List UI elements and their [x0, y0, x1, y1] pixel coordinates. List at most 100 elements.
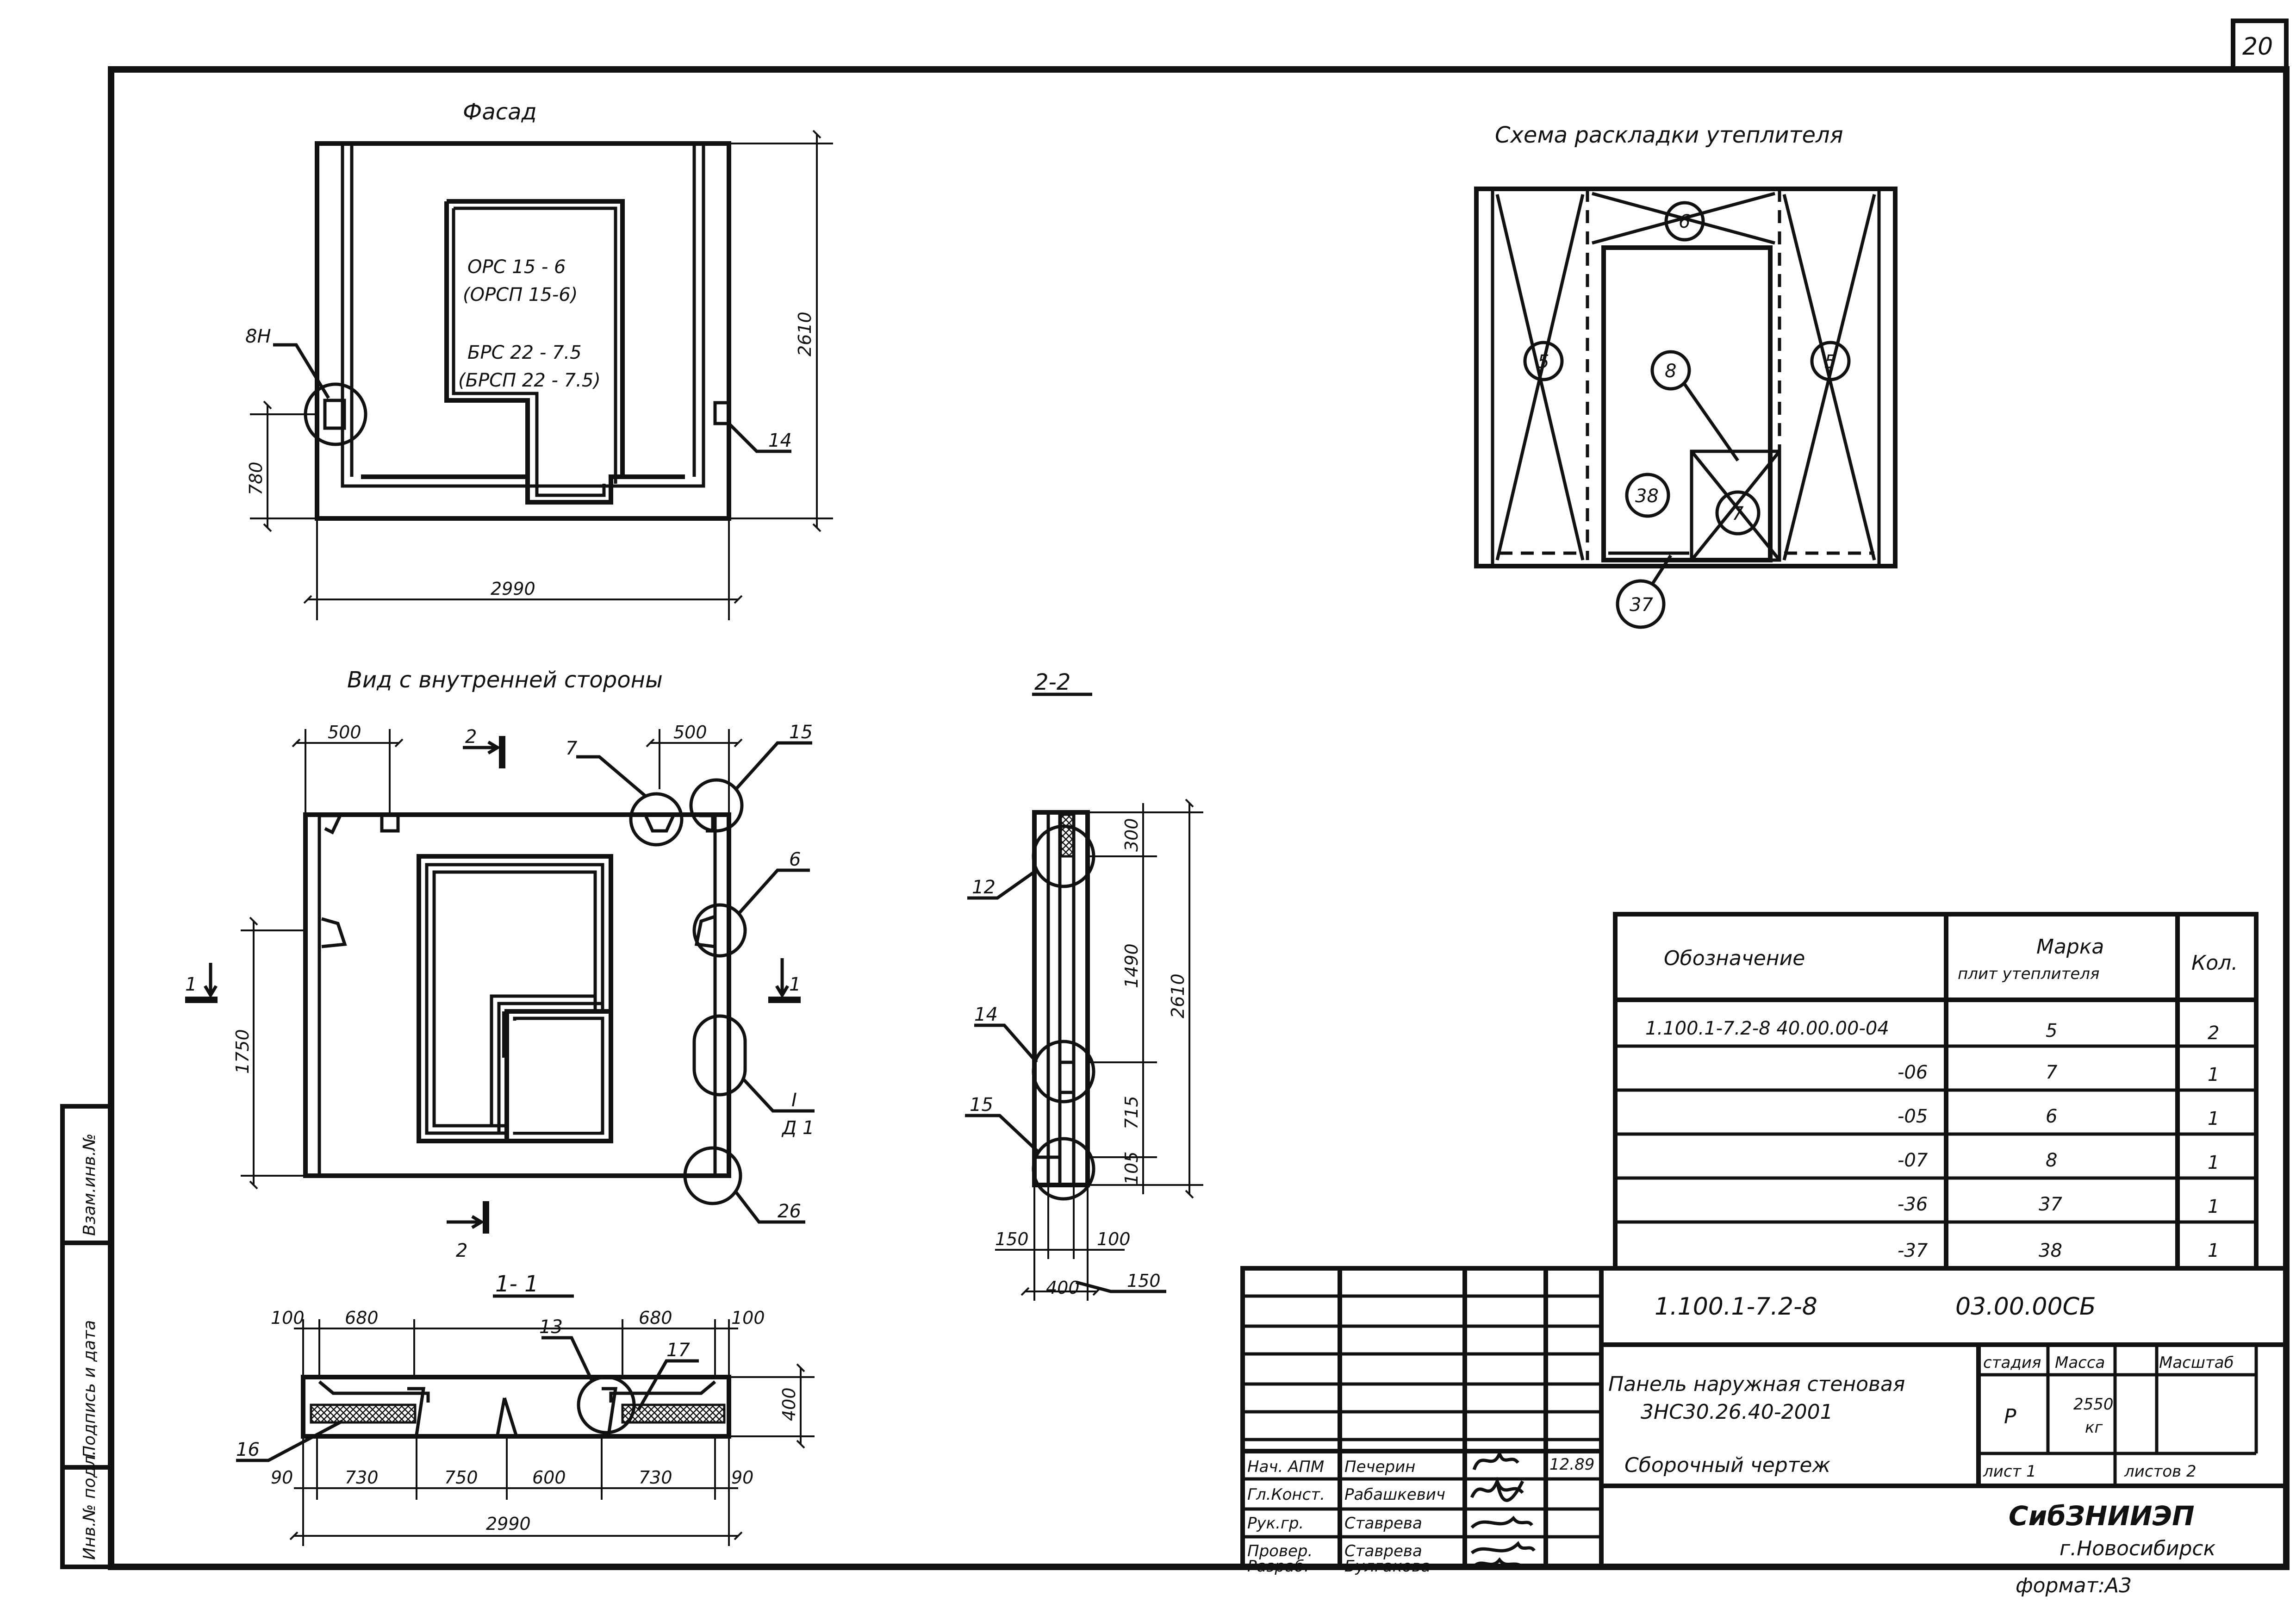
tb-sheet: лист 1 — [1983, 1462, 2036, 1481]
section22-dim-400: 400 — [1046, 1278, 1080, 1298]
facade-dim-width: 2990 — [491, 579, 535, 599]
spec-row-2-qty: 1 — [2208, 1064, 2219, 1085]
section-2-2: 2-2 12 14 15 300 1490 715 105 2610 — [965, 669, 1203, 1301]
section11-dim-730a: 730 — [345, 1467, 379, 1488]
facade-title: Фасад — [463, 99, 537, 125]
section22-dim-300: 300 — [1121, 818, 1142, 852]
spec-row-3-mark: 6 — [2046, 1106, 2057, 1127]
spec-header-mark-1: Марка — [2036, 935, 2104, 959]
side-stamp-replaced: Взам.инв.№ — [80, 1133, 99, 1236]
signature-5 — [1470, 1557, 1524, 1571]
side-stamp-signature: Подпись и дата — [80, 1320, 99, 1458]
section11-dim-100a: 100 — [271, 1308, 305, 1328]
tb-name-line-2: 3НС30.26.40-2001 — [1641, 1400, 1833, 1424]
spec-row-1-qty: 2 — [2208, 1023, 2219, 1044]
inner-dim-top-right: 500 — [673, 722, 707, 742]
spec-row-1-mark: 5 — [2046, 1020, 2057, 1041]
inner-leader-d1: Д 1 — [781, 1117, 814, 1139]
scheme-mark-5-right: 5 — [1824, 351, 1836, 373]
sheet-format: формат:А3 — [2016, 1574, 2132, 1597]
tb-name-2: Рабашкевич — [1344, 1485, 1445, 1504]
inner-leader-7: 7 — [566, 738, 578, 759]
signature-1 — [1472, 1448, 1519, 1471]
spec-row-4-mark: 8 — [2046, 1150, 2057, 1171]
scheme-mark-37: 37 — [1630, 594, 1653, 616]
spec-row-5-mark: 37 — [2039, 1194, 2062, 1215]
section11-dim-90a: 90 — [271, 1467, 293, 1488]
tb-mass-label: Масса — [2055, 1353, 2105, 1372]
spec-row-4-qty: 1 — [2208, 1152, 2219, 1173]
facade-door-label-1: БРС 22 - 7.5 — [467, 342, 582, 363]
scheme-mark-5-left: 5 — [1537, 351, 1549, 373]
scheme-mark-7: 7 — [1732, 503, 1744, 524]
signature-4 — [1470, 1541, 1536, 1554]
spec-row-5-qty: 1 — [2208, 1196, 2219, 1217]
spec-row-2-designation: -06 — [1898, 1062, 1928, 1083]
inner-view: Вид с внутренней стороны 7 15 6 — [185, 667, 815, 1261]
inner-section-mark-1-left: 1 — [185, 974, 197, 995]
spec-row-3-qty: 1 — [2208, 1108, 2219, 1129]
inner-leader-26: 26 — [778, 1201, 801, 1222]
inner-section-mark-1-right: 1 — [789, 974, 801, 995]
scheme-title: Схема раскладки утеплителя — [1495, 122, 1843, 148]
tb-mass-1: 2550 — [2073, 1395, 2114, 1414]
side-stamp-inventory: Инв.№ подл. — [80, 1450, 99, 1560]
sheet-frame: 20 формат:А3 — [108, 19, 2290, 1597]
facade-leader-8n: 8Н — [245, 326, 271, 347]
section22-title: 2-2 — [1034, 669, 1070, 695]
tb-org-2: г.Новосибирск — [2060, 1537, 2216, 1560]
tb-mass-2: кг — [2085, 1418, 2103, 1437]
sheet-number: 20 — [2242, 33, 2273, 61]
tb-role-4: Провер. — [1247, 1542, 1313, 1560]
section11-dim-750: 750 — [444, 1467, 478, 1488]
spec-header-mark-2: плит утеплителя — [1958, 965, 2099, 983]
tb-role-3: Рук.гр. — [1247, 1514, 1304, 1533]
spec-row-3-designation: -05 — [1898, 1106, 1928, 1127]
side-stamp: Инв.№ подл. Подпись и дата Взам.инв.№ — [60, 1104, 113, 1569]
tb-name-3: Ставрева — [1344, 1514, 1422, 1533]
scheme-mark-8: 8 — [1665, 361, 1676, 382]
tb-stage-label: стадия — [1983, 1353, 2041, 1372]
inner-leader-15: 15 — [789, 722, 813, 743]
spec-row-6-designation: -37 — [1898, 1240, 1928, 1261]
section11-dim-100b: 100 — [731, 1308, 765, 1328]
section22-dim-105: 105 — [1121, 1151, 1142, 1185]
spec-row-5-designation: -36 — [1898, 1194, 1928, 1215]
inner-dim-top-left: 500 — [328, 722, 361, 742]
inner-section-mark-2-bottom: 2 — [456, 1240, 467, 1261]
tb-date: 12.89 — [1549, 1455, 1594, 1474]
inner-leader-6: 6 — [789, 849, 801, 870]
section22-leader-12: 12 — [972, 877, 996, 898]
facade-dim-height: 2610 — [795, 312, 815, 356]
section22-dim-150b: 150 — [1127, 1271, 1161, 1291]
section11-leader-17: 17 — [666, 1340, 690, 1361]
facade-window-label-2: (ОРСП 15-6) — [463, 284, 578, 306]
title-block: Нач. АПМ Печерин Гл.Конст. Рабашкевич Ру… — [1240, 1266, 2289, 1576]
tb-role-1: Нач. АПМ — [1247, 1458, 1324, 1476]
inner-leader-1: I — [791, 1090, 797, 1111]
inner-section-mark-2-top: 2 — [465, 726, 477, 748]
inner-dim-height: 1750 — [232, 1029, 253, 1074]
tb-org-1: СибЗНИИЭП — [2009, 1500, 2195, 1532]
spec-header-qty: Кол. — [2191, 951, 2238, 975]
signature-2 — [1470, 1477, 1524, 1502]
facade-view: Фасад ОРС 15 - 6 (ОРСП 15-6) БРС 22 - 7.… — [245, 99, 833, 620]
spec-table: Обозначение Марка плит утеплителя Кол. 1… — [1613, 912, 2259, 1271]
facade-window-label-1: ОРС 15 - 6 — [467, 256, 566, 278]
section22-dim-150a: 150 — [995, 1229, 1029, 1249]
tb-name-line-3: Сборочный чертеж — [1624, 1453, 1830, 1477]
spec-row-6-qty: 1 — [2208, 1240, 2219, 1261]
facade-leader-14: 14 — [768, 430, 792, 451]
tb-name-4: Ставрева — [1344, 1542, 1422, 1560]
section22-leader-14: 14 — [974, 1004, 998, 1025]
spec-row-6-mark: 38 — [2039, 1240, 2062, 1261]
section22-dim-715: 715 — [1121, 1096, 1142, 1129]
section11-dim-680b: 680 — [639, 1308, 672, 1328]
insulation-scheme: Схема раскладки утеплителя 6 5 5 8 38 — [1474, 122, 1898, 629]
inner-title: Вид с внутренней стороны — [347, 667, 663, 693]
section11-dim-600: 600 — [532, 1467, 566, 1488]
tb-name-line-1: Панель наружная стеновая — [1608, 1372, 1905, 1396]
tb-stage: Р — [2004, 1405, 2016, 1428]
spec-header-designation: Обозначение — [1664, 947, 1805, 970]
tb-code-1: 1.100.1-7.2-8 — [1655, 1293, 1817, 1321]
